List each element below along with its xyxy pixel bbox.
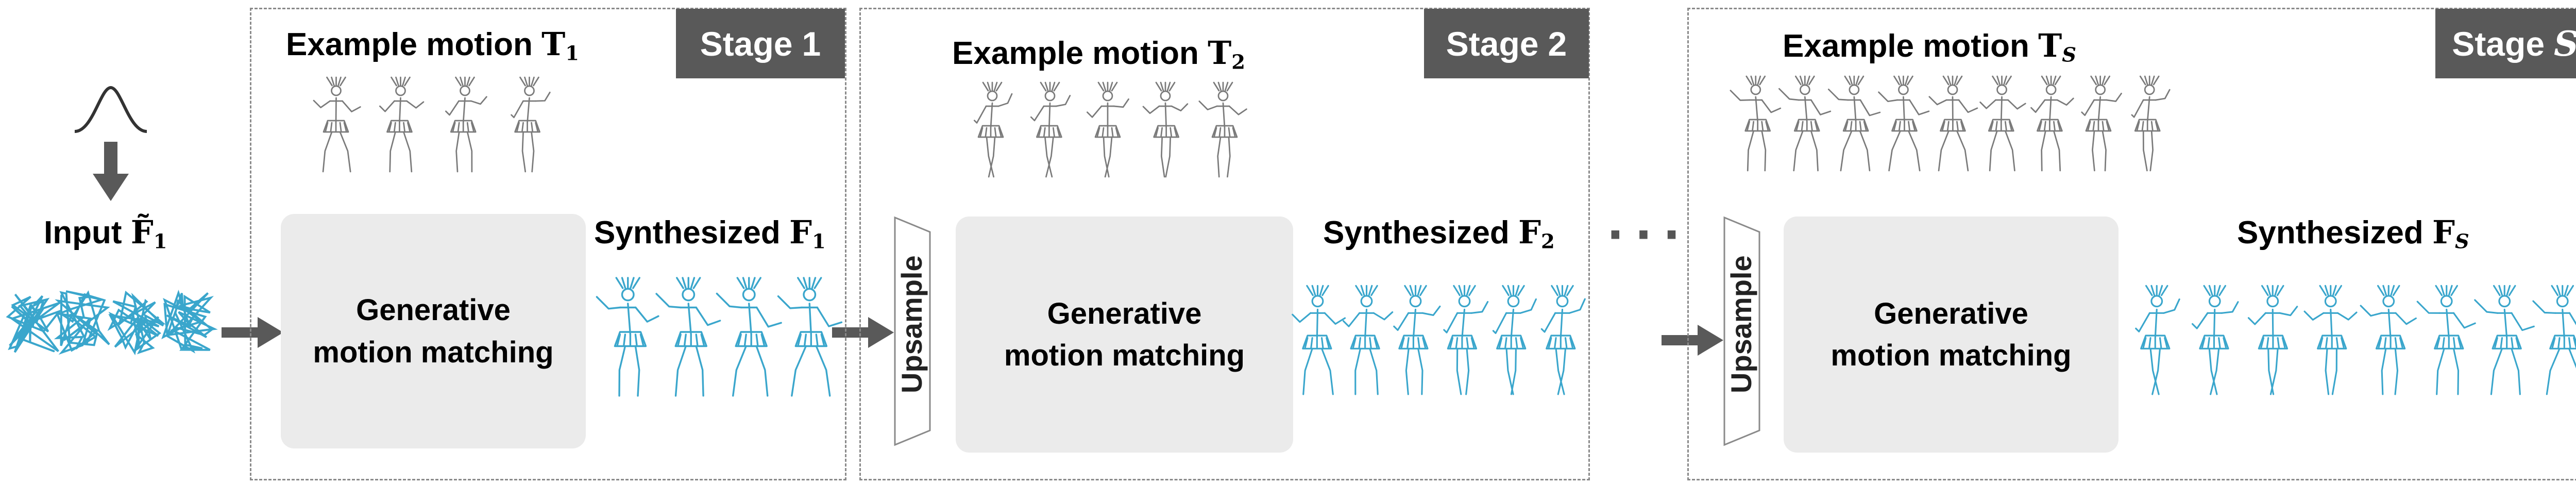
- stage-s-example-label: Example motion TS: [1783, 27, 2076, 67]
- dancer-figure-icon: [1928, 75, 1978, 172]
- stage-2-example-label: Example motion T2: [952, 34, 1245, 74]
- stage-1-example-figures: [313, 76, 551, 173]
- stage-1-box: [250, 8, 846, 480]
- stage-2-synth-label: Synthesized F2: [1323, 213, 1555, 254]
- stage-s-synth-label: Synthesized FS: [2237, 213, 2469, 254]
- dancer-figure-icon: [2474, 285, 2535, 395]
- arrow-down-icon: [93, 142, 129, 201]
- stage-1-motion-matching-box: Generative motion matching: [281, 214, 586, 448]
- stage-1-synth-figures: [596, 277, 843, 397]
- dancer-figure-icon: [2360, 285, 2417, 395]
- stage-s-box: [1687, 8, 2576, 480]
- dancer-figure-icon: [2416, 285, 2476, 395]
- dancer-figure-icon: [1030, 81, 1071, 178]
- dancer-figure-icon: [1342, 285, 1394, 395]
- dancer-figure-icon: [1492, 285, 1537, 395]
- dancer-figure-icon: [2081, 75, 2122, 172]
- dancer-figure-icon: [777, 277, 843, 397]
- noise-scribble: [161, 290, 218, 354]
- stage-2-synth-figures: [1292, 285, 1586, 395]
- dancer-figure-icon: [2131, 75, 2171, 172]
- dancer-figure-icon: [716, 277, 782, 397]
- stage-2-motion-matching-box: Generative motion matching: [956, 216, 1293, 453]
- dancer-figure-icon: [2030, 75, 2074, 172]
- dancer-figure-icon: [1086, 81, 1129, 178]
- dancer-figure-icon: [1878, 75, 1930, 172]
- gaussian-curve-icon: [74, 86, 147, 133]
- arrow-right-icon: [832, 317, 894, 348]
- dancer-figure-icon: [1778, 75, 1832, 172]
- dancer-figure-icon: [1292, 285, 1346, 395]
- dancer-figure-icon: [1540, 285, 1586, 395]
- input-noise-motion: [6, 290, 218, 356]
- dancer-figure-icon: [2135, 285, 2180, 395]
- dancer-figure-icon: [655, 277, 721, 397]
- dancer-figure-icon: [596, 277, 659, 397]
- dancer-figure-icon: [445, 76, 487, 173]
- dancer-figure-icon: [2303, 285, 2358, 395]
- dancer-figure-icon: [1443, 285, 1489, 395]
- dancer-figure-icon: [1730, 75, 1782, 172]
- dancer-figure-icon: [511, 76, 551, 173]
- dancer-figure-icon: [1198, 81, 1247, 178]
- stage-s-motion-matching-box: Generative motion matching: [1784, 216, 2119, 453]
- stage-1-synth-label: Synthesized F1: [594, 213, 826, 254]
- noise-scribble: [6, 293, 62, 353]
- arrow-right-icon: [1662, 325, 1723, 356]
- stage-2-example-figures: [973, 81, 1247, 178]
- dancer-figure-icon: [2247, 285, 2298, 395]
- dancer-figure-icon: [1393, 285, 1441, 395]
- stage-s-synth-figures: [2135, 285, 2576, 395]
- dancer-figure-icon: [973, 81, 1013, 178]
- stage-ellipsis: ···: [1607, 203, 1692, 266]
- stage-1-example-label: Example motion T1: [286, 25, 579, 65]
- noise-scribble: [54, 290, 110, 355]
- dancer-figure-icon: [379, 76, 425, 173]
- stage-2-box: [859, 8, 1590, 480]
- stage-2-upsample: Upsample: [894, 216, 931, 446]
- dancer-figure-icon: [2532, 285, 2576, 395]
- noise-scribble: [107, 290, 166, 356]
- stage-s-example-figures: [1730, 75, 2171, 172]
- dancer-figure-icon: [1979, 75, 2026, 172]
- dancer-figure-icon: [1827, 75, 1881, 172]
- input-label: Input F̃1: [44, 213, 167, 254]
- dancer-figure-icon: [313, 76, 361, 173]
- dancer-figure-icon: [1142, 81, 1189, 178]
- dancer-figure-icon: [2191, 285, 2239, 395]
- stage-s-upsample: Upsample: [1723, 216, 1760, 446]
